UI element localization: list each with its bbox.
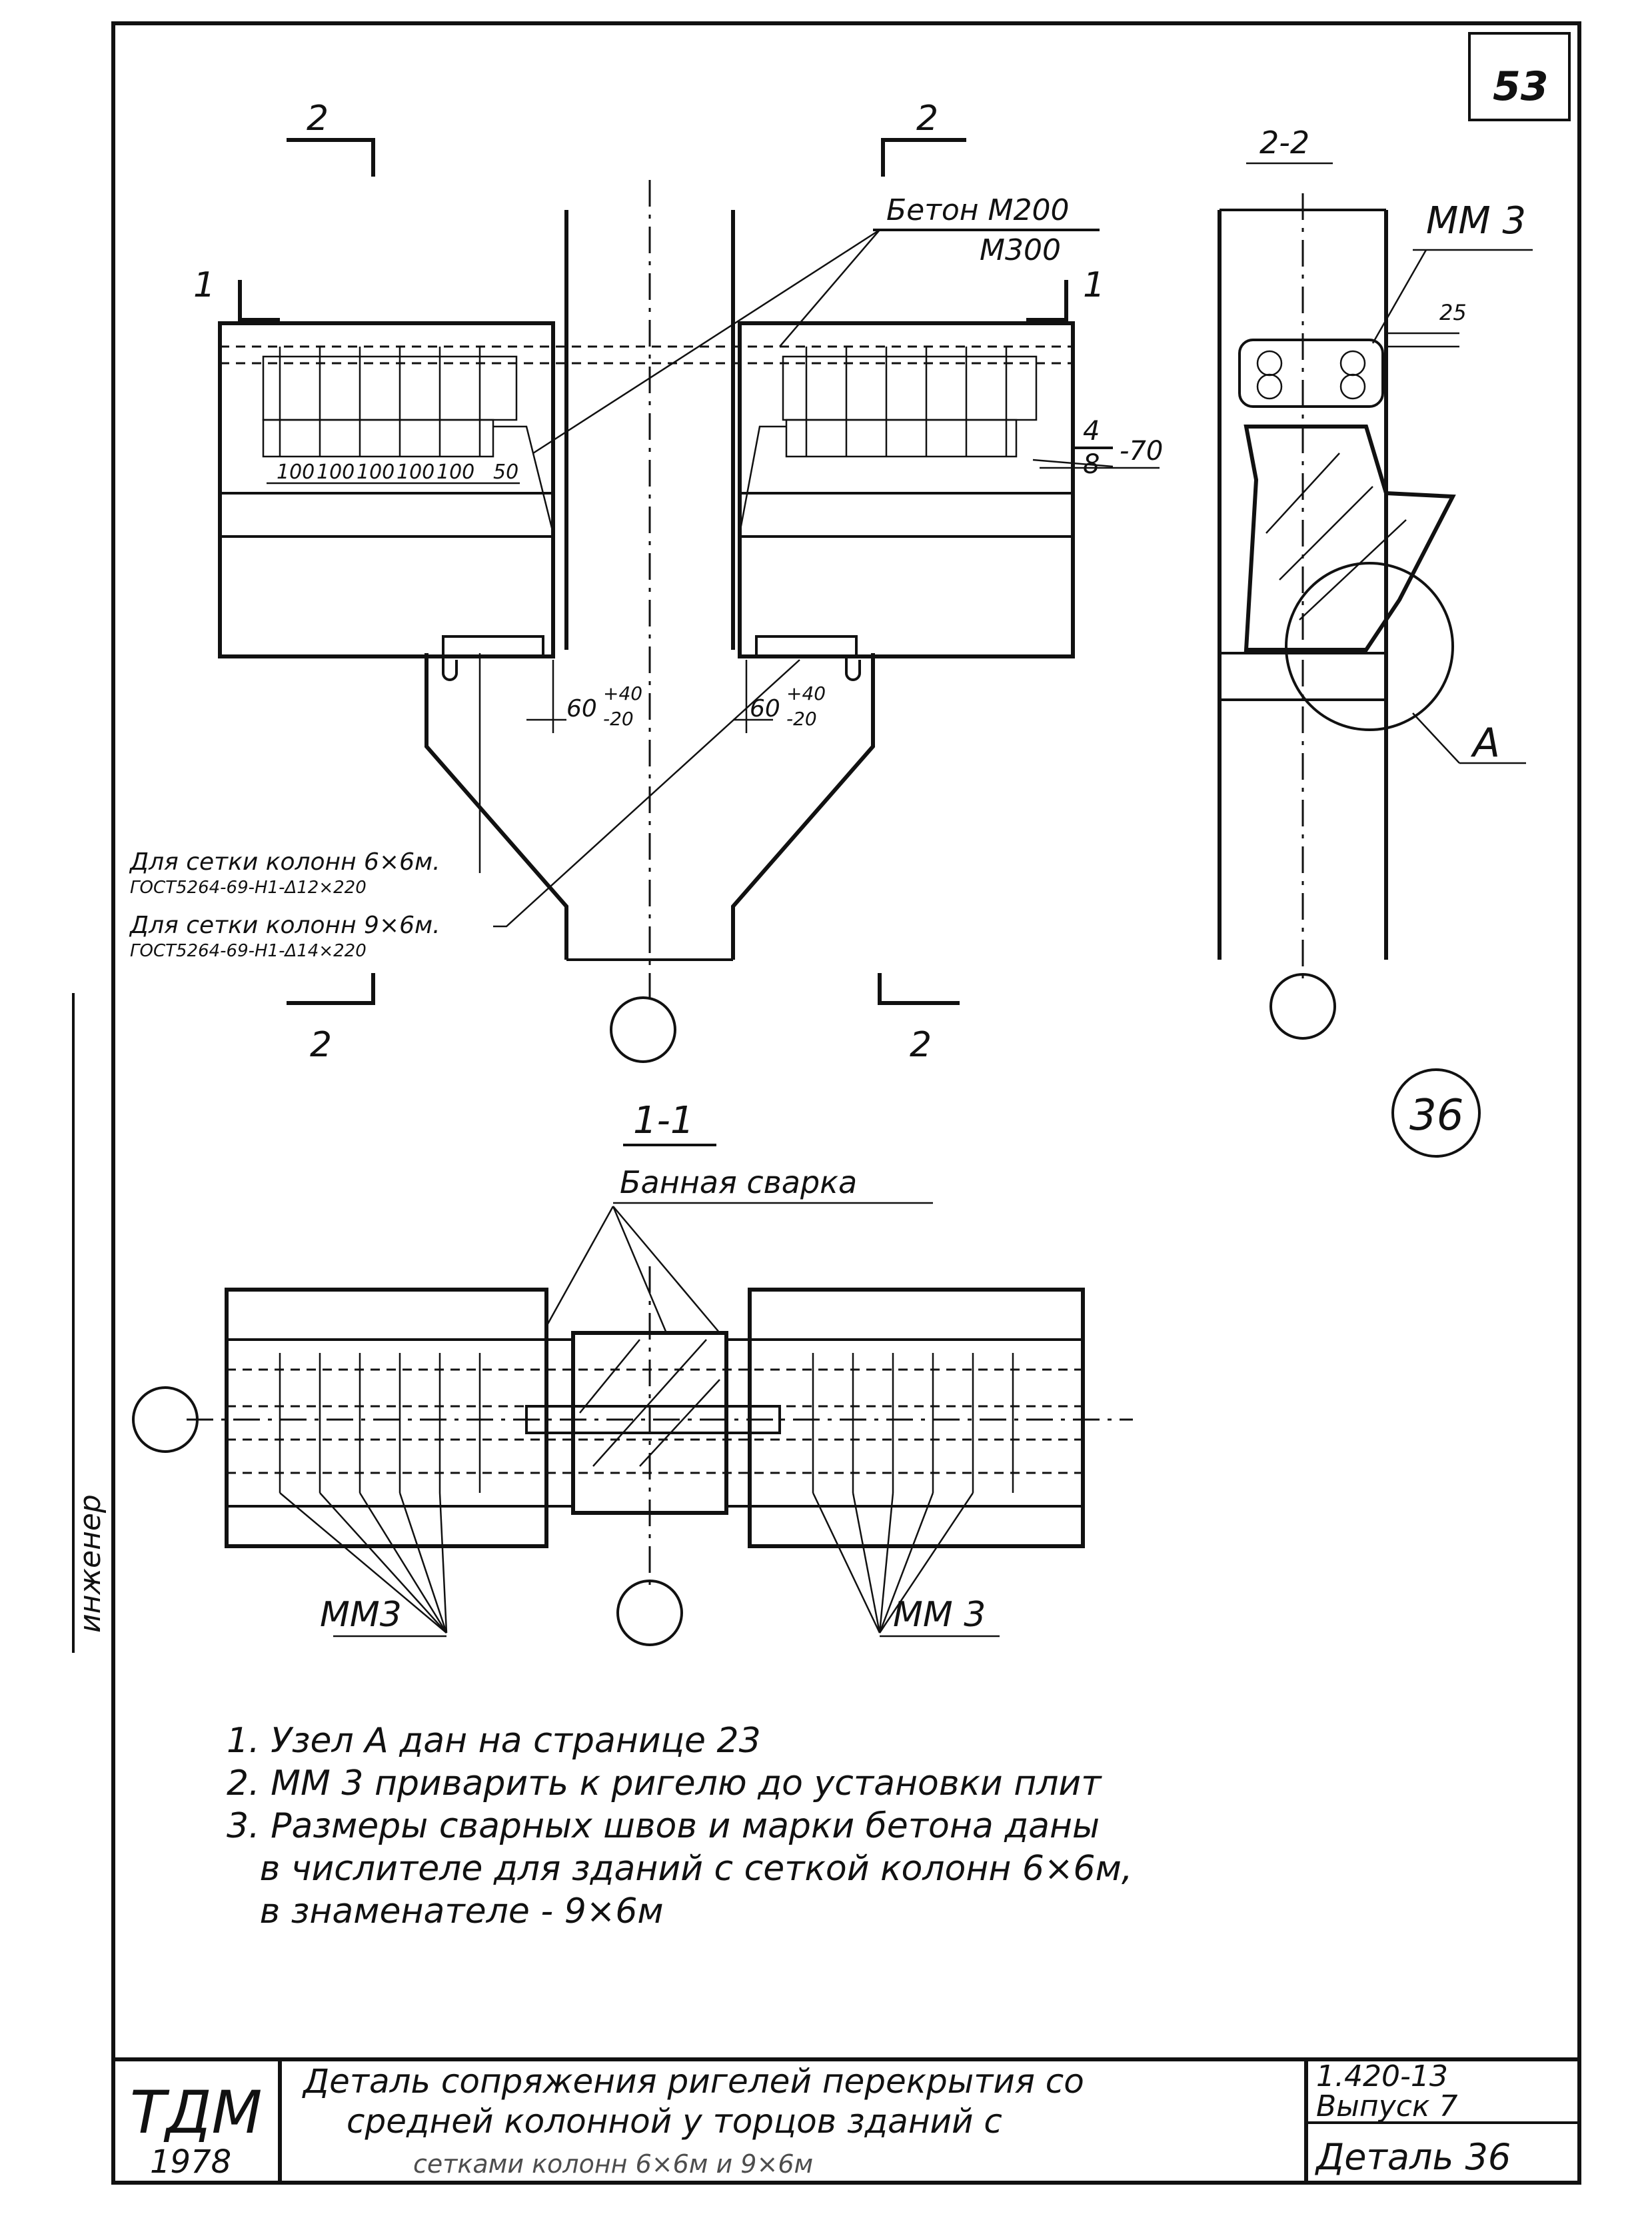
svg-text:60: 60 xyxy=(566,695,597,722)
svg-text:100: 100 xyxy=(357,461,395,484)
weld-callout: 4 8 -70 xyxy=(1032,416,1163,480)
title-line-3: сетками колонн 6×6м и 9×6м xyxy=(413,2149,813,2179)
note-2: 2. ММ 3 приварить к ригелю до установки … xyxy=(227,1763,1102,1803)
svg-text:60: 60 xyxy=(750,695,780,722)
svg-text:-20: -20 xyxy=(603,708,634,730)
svg-text:Банная сварка: Банная сварка xyxy=(620,1164,857,1200)
svg-text:2-2: 2-2 xyxy=(1259,125,1309,161)
svg-text:ММ 3: ММ 3 xyxy=(1426,199,1526,243)
svg-text:2: 2 xyxy=(916,99,938,139)
page-number: 53 xyxy=(1493,63,1549,110)
series-number: 1.420-13 xyxy=(1316,2059,1448,2093)
svg-text:100: 100 xyxy=(397,461,434,484)
svg-text:Бетон М200: Бетон М200 xyxy=(886,193,1070,227)
issue-number: Выпуск 7 xyxy=(1316,2089,1457,2123)
svg-text:ММ 3: ММ 3 xyxy=(893,1595,986,1635)
gap-dimension-right: 60 +40 -20 xyxy=(750,682,826,730)
svg-text:2: 2 xyxy=(307,99,329,139)
title-block: ТДМ 1978 Деталь сопряжения ригелей перек… xyxy=(113,2057,1579,2183)
svg-text:25: 25 xyxy=(1439,300,1467,325)
svg-text:+40: +40 xyxy=(603,682,642,704)
side-stamp: инженер xyxy=(73,1494,107,1633)
svg-text:ГОСТ5264-69-Н1-Δ14×220: ГОСТ5264-69-Н1-Δ14×220 xyxy=(130,941,367,961)
detail-label: Деталь 36 xyxy=(1315,2136,1511,2178)
svg-text:2: 2 xyxy=(310,1025,332,1065)
svg-text:1: 1 xyxy=(193,265,215,305)
concrete-grade-callout: Бетон М200 М300 xyxy=(532,193,1100,455)
page-number-box xyxy=(1468,32,1571,121)
spacing-labels: 100 100 100 100 100 50 xyxy=(277,461,518,484)
svg-text:Для сетки колонн 9×6м.: Для сетки колонн 9×6м. xyxy=(129,912,440,939)
section-1-1: 1-1 Банная сварка xyxy=(132,1099,1133,1646)
svg-text:2: 2 xyxy=(910,1025,932,1065)
sheet-frame xyxy=(111,21,1581,2185)
org-name: ТДМ xyxy=(130,2078,262,2147)
svg-text:ГОСТ5264-69-Н1-Δ12×220: ГОСТ5264-69-Н1-Δ12×220 xyxy=(130,878,367,898)
detail-number-circle xyxy=(1391,1068,1481,1158)
note-3: 3. Размеры сварных швов и марки бетона д… xyxy=(227,1806,1100,1846)
axis-marker-section-2-2 xyxy=(1269,973,1336,1040)
elevation-view xyxy=(218,180,1075,1000)
section-marks: 2 2 2 2 1 1 xyxy=(193,99,1105,1065)
svg-text:100: 100 xyxy=(317,461,355,484)
axis-marker-plan-bottom xyxy=(616,1580,683,1646)
svg-text:М300: М300 xyxy=(980,233,1061,267)
mesh-callouts: Для сетки колонн 6×6м. ГОСТ5264-69-Н1-Δ1… xyxy=(129,653,800,961)
axis-marker-elevation xyxy=(610,996,676,1063)
section-2-2: 2-2 А ММ 3 25 xyxy=(1218,125,1533,1040)
year: 1978 xyxy=(150,2143,231,2181)
gap-dimension-left: 60 +40 -20 xyxy=(566,682,642,730)
note-3-line-3: в знаменателе - 9×6м xyxy=(227,1891,664,1931)
svg-text:100: 100 xyxy=(277,461,315,484)
title-line-1: Деталь сопряжения ригелей перекрытия со xyxy=(302,2062,1084,2101)
notes: 1. Узел А дан на странице 23 2. ММ 3 при… xyxy=(227,1719,1359,1933)
svg-text:ММ3: ММ3 xyxy=(320,1595,402,1635)
svg-text:+40: +40 xyxy=(786,682,826,704)
svg-text:50: 50 xyxy=(493,461,518,484)
svg-text:4: 4 xyxy=(1083,416,1100,447)
svg-text:Для сетки колонн 6×6м.: Для сетки колонн 6×6м. xyxy=(129,848,440,876)
svg-text:1: 1 xyxy=(1083,265,1105,305)
detail-number: 36 xyxy=(1409,1091,1463,1140)
svg-text:-20: -20 xyxy=(786,708,817,730)
title-line-2: средней колонной у торцов зданий с xyxy=(347,2102,1002,2141)
note-3-line-2: в числителе для зданий с сеткой колонн 6… xyxy=(227,1849,1133,1889)
svg-text:-70: -70 xyxy=(1120,436,1163,467)
axis-marker-plan-left xyxy=(132,1386,199,1453)
svg-text:А: А xyxy=(1470,720,1500,766)
note-1: 1. Узел А дан на странице 23 xyxy=(227,1721,761,1761)
svg-text:1-1: 1-1 xyxy=(633,1099,694,1142)
svg-text:100: 100 xyxy=(436,461,474,484)
